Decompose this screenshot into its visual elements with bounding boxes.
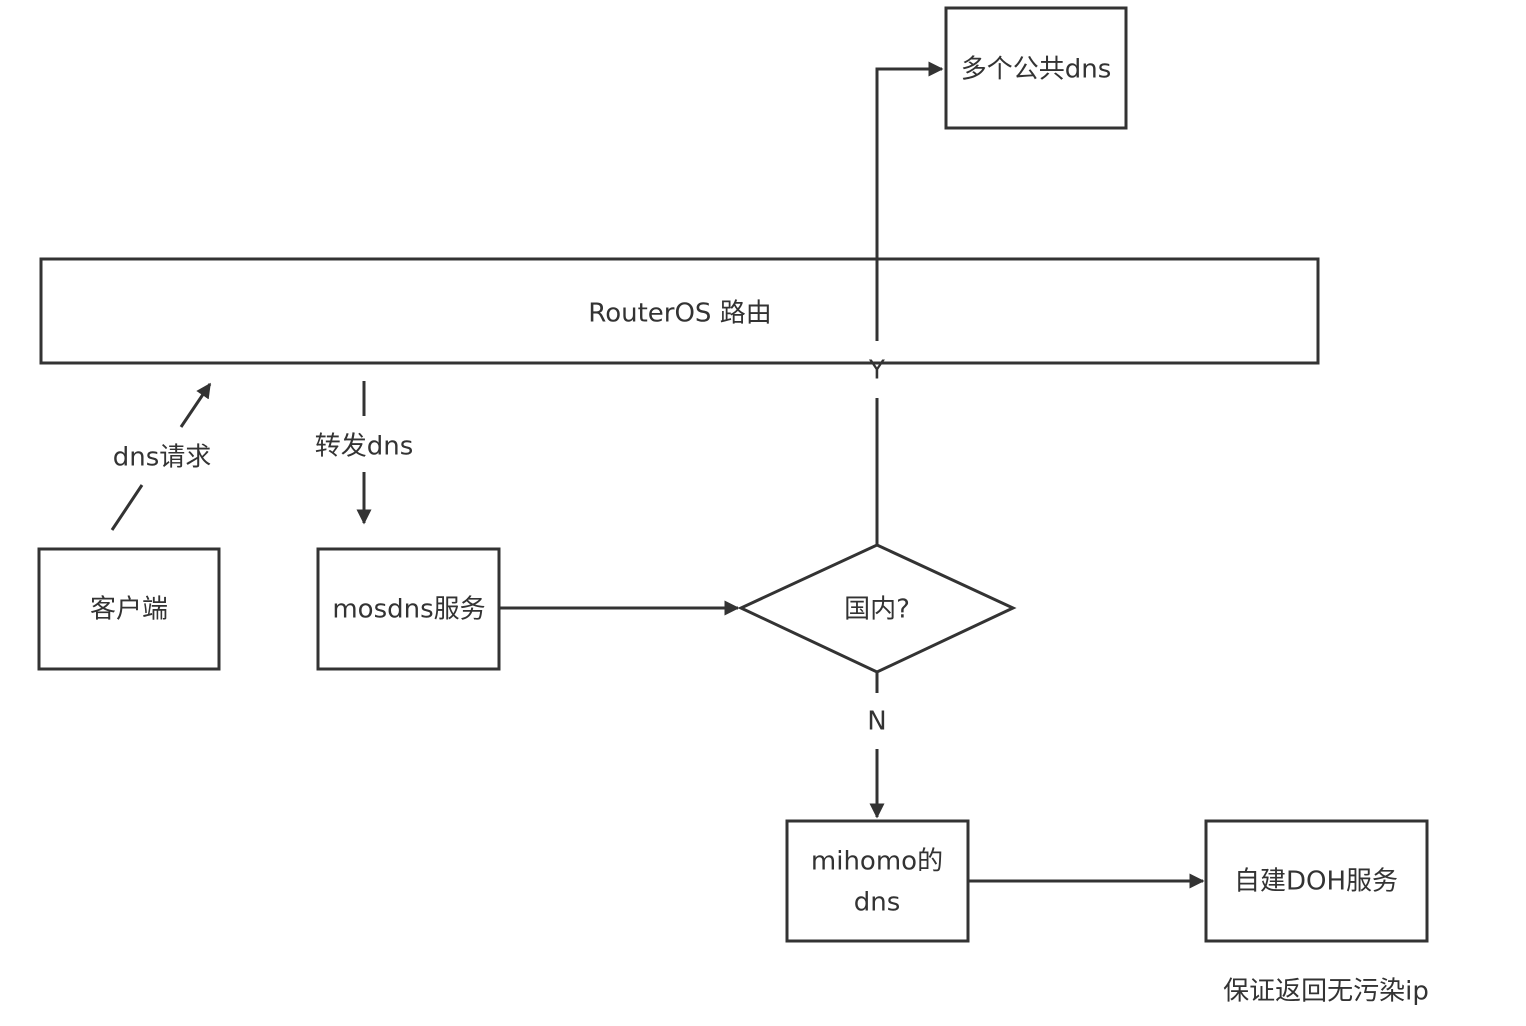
client-label: 客户端 [90, 595, 168, 625]
client-to-router-edge: dns请求 [110, 382, 212, 531]
decision-yes-edge: Y [868, 61, 944, 545]
client-box [37, 547, 221, 671]
doh-label: 自建DOH服务 [1234, 867, 1398, 897]
public-dns-node: 多个公共dns [944, 6, 1128, 130]
dns-request-label: dns请求 [113, 443, 212, 473]
mihomo-label-line2: dns [854, 888, 901, 918]
decision-label: 国内? [844, 595, 910, 625]
client-node: 客户端 [37, 547, 221, 671]
dns-request-line-lower [110, 484, 144, 531]
clean-ip-note: 保证返回无污染ip [1223, 977, 1429, 1007]
router-box [39, 257, 1320, 365]
router-label: RouterOS 路由 [588, 299, 771, 329]
doh-box [1204, 819, 1429, 943]
router-to-mosdns-edge: 转发dns [315, 381, 414, 525]
mihomo-dns-node: mihomo的 dns [785, 819, 970, 943]
public-dns-label: 多个公共dns [961, 55, 1112, 85]
doh-node: 自建DOH服务 [1204, 819, 1429, 943]
dns-request-arrow [179, 382, 212, 428]
mosdns-node: mosdns服务 [316, 547, 501, 671]
no-label: N [867, 707, 886, 737]
yes-arrow [875, 61, 944, 341]
decision-no-edge: N [867, 672, 887, 819]
yes-label: Y [868, 356, 885, 386]
mihomo-label-line1: mihomo的 [811, 847, 943, 877]
domestic-decision-node: 国内? [737, 543, 1017, 674]
mihomo-box [785, 819, 970, 943]
public-dns-box [944, 6, 1128, 130]
mosdns-label: mosdns服务 [332, 595, 485, 625]
router-node: RouterOS 路由 [39, 257, 1320, 365]
forward-dns-label: 转发dns [315, 432, 414, 462]
